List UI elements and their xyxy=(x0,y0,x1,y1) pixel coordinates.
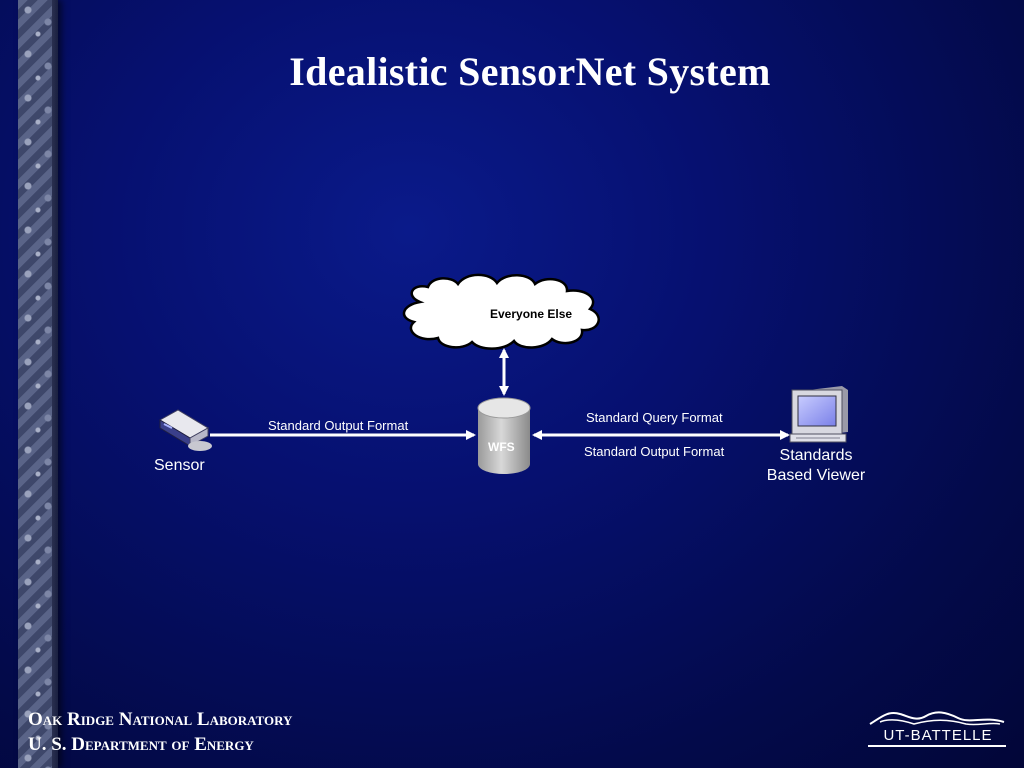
decorative-side-strip xyxy=(18,0,58,768)
sensor-output-format-label: Standard Output Format xyxy=(268,418,409,433)
ut-battelle-logo-icon xyxy=(868,711,1006,747)
wfs-database xyxy=(477,397,531,474)
computer-icon xyxy=(789,386,848,443)
sensor-icon xyxy=(159,409,212,451)
viewer-query-format-label: Standard Query Format xyxy=(586,410,723,425)
database-label: WFS xyxy=(488,440,515,454)
everyone-else-cloud xyxy=(402,273,600,350)
viewer-output-format-label: Standard Output Format xyxy=(584,444,725,459)
viewer-label: Standards Based Viewer xyxy=(756,446,876,486)
footer-org-line2: U. S. Department of Energy xyxy=(28,734,254,755)
footer-org-line1: Oak Ridge National Laboratory xyxy=(28,709,293,730)
slide-title: Idealistic SensorNet System xyxy=(289,49,771,94)
viewer-label-line2: Based Viewer xyxy=(766,467,866,484)
side-strip-shadow xyxy=(52,0,58,768)
sensor-label: Sensor xyxy=(154,457,205,474)
footer-organization: Oak Ridge National Laboratory U. S. Depa… xyxy=(28,707,292,757)
ut-battelle-logo-text: UT-BATTELLE xyxy=(883,727,993,744)
cloud-label: Everyone Else xyxy=(490,307,573,321)
viewer-label-line1: Standards xyxy=(779,447,853,464)
